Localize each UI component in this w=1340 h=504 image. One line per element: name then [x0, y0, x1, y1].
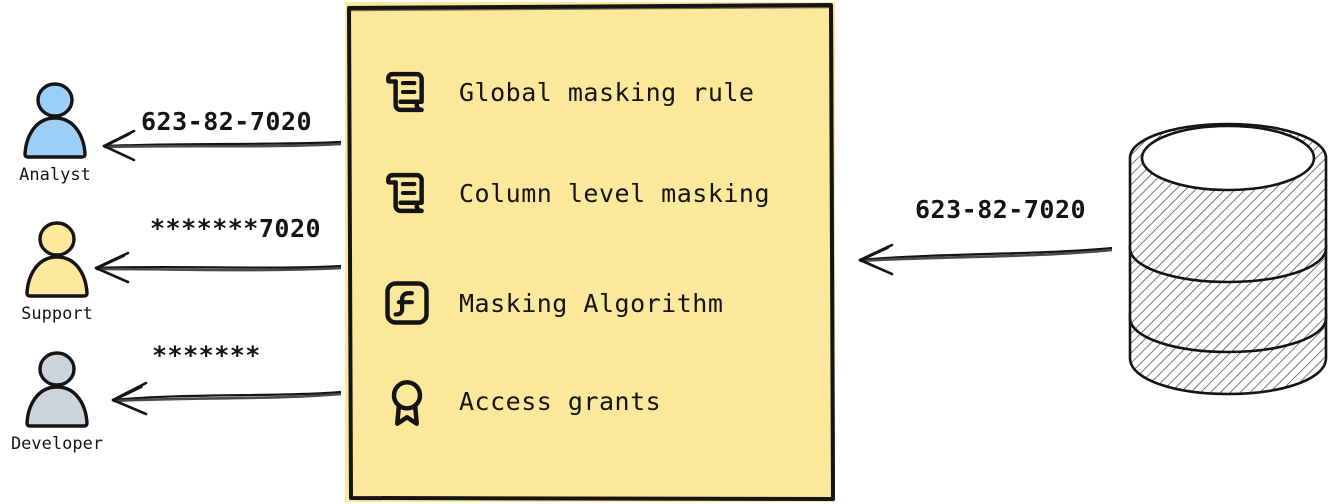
flow-value-source: 623-82-7020	[915, 195, 1087, 224]
policy-item-label: Masking Algorithm	[459, 288, 724, 318]
scroll-icon	[386, 172, 424, 214]
function-icon	[385, 281, 429, 325]
flow-value-developer: *******	[152, 341, 261, 370]
actor-label: Developer	[10, 434, 104, 454]
arrow-to-support	[94, 251, 342, 284]
policy-item-access-grants[interactable]: Access grants	[381, 373, 661, 429]
database-disc-top	[1130, 124, 1326, 282]
database-cylinder-icon	[1128, 122, 1328, 396]
policy-item-global-masking-rule[interactable]: Global masking rule	[381, 64, 754, 120]
person-icon	[25, 351, 89, 428]
arrow-database-to-policy	[858, 243, 1113, 276]
policy-item-label: Column level masking	[459, 178, 771, 208]
flow-value-support: *******7020	[150, 214, 322, 243]
masking-policy-item-list: Global masking rule Column level masking…	[345, 2, 835, 502]
award-icon	[391, 380, 423, 426]
policy-item-masking-algorithm[interactable]: Masking Algorithm	[381, 275, 723, 331]
person-icon	[25, 221, 89, 298]
scroll-icon	[386, 71, 424, 113]
policy-item-column-level-masking[interactable]: Column level masking	[381, 165, 770, 221]
actor-label: Analyst	[19, 165, 91, 185]
person-icon	[23, 82, 87, 159]
actor-developer[interactable]: Developer	[2, 349, 112, 454]
actor-label: Support	[21, 304, 93, 324]
arrow-to-developer	[111, 381, 342, 416]
actor-support[interactable]: Support	[2, 219, 112, 324]
policy-item-label: Access grants	[459, 386, 662, 416]
actor-analyst[interactable]: Analyst	[0, 80, 110, 185]
flow-value-analyst: 623-82-7020	[141, 107, 313, 136]
policy-item-label: Global masking rule	[459, 77, 755, 107]
